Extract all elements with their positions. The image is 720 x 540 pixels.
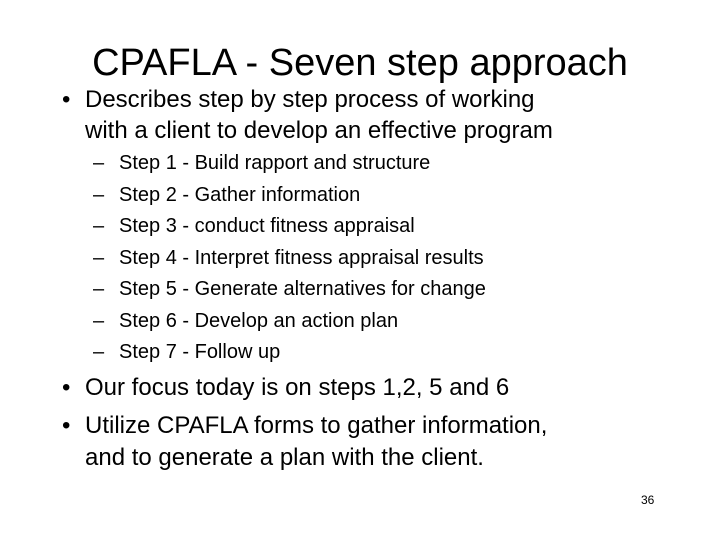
dash-marker: –	[93, 309, 105, 332]
utilize-bullet-line-2: and to generate a plan with the client.	[85, 444, 484, 471]
dash-marker: –	[93, 246, 105, 269]
step-item-label: Step 6 - Develop an action plan	[119, 309, 399, 332]
bullet-marker: •	[62, 86, 71, 113]
step-item-label: Step 2 - Gather information	[119, 183, 361, 206]
step-item-1: – Step 1 - Build rapport and structure	[93, 148, 653, 180]
dash-marker: –	[93, 215, 105, 237]
step-item-4: – Step 4 - Interpret fitness appraisal r…	[93, 243, 653, 275]
step-item-label: Step 4 - Interpret fitness appraisal res…	[119, 246, 484, 269]
step-item-7: – Step 7 - Follow up	[93, 337, 653, 369]
page-number: 36	[641, 493, 655, 507]
dash-marker: –	[93, 152, 105, 174]
utilize-bullet-line-1: Utilize CPAFLA forms to gather informati…	[85, 412, 548, 439]
bullet-marker: •	[62, 412, 71, 439]
intro-bullet: • Describes step by step process of work…	[62, 84, 662, 146]
utilize-bullet: • Utilize CPAFLA forms to gather informa…	[62, 410, 662, 474]
page-title: CPAFLA - Seven step approach	[92, 42, 628, 84]
step-item-6: – Step 6 - Develop an action plan	[93, 306, 653, 338]
dash-marker: –	[93, 183, 105, 206]
step-item-5: – Step 5 - Generate alternatives for cha…	[93, 274, 653, 306]
focus-bullet: • Our focus today is on steps 1,2, 5 and…	[62, 372, 662, 403]
step-item-label: Step 5 - Generate alternatives for chang…	[119, 278, 486, 300]
intro-bullet-line-2: with a client to develop an effective pr…	[85, 117, 553, 144]
step-item-2: – Step 2 - Gather information	[93, 180, 653, 212]
step-item-label: Step 3 - conduct fitness appraisal	[119, 215, 415, 237]
steps-list: – Step 1 - Build rapport and structure –…	[93, 148, 653, 369]
step-item-label: Step 1 - Build rapport and structure	[119, 152, 431, 174]
dash-marker: –	[93, 341, 105, 363]
step-item-3: – Step 3 - conduct fitness appraisal	[93, 211, 653, 243]
dash-marker: –	[93, 278, 105, 300]
focus-bullet-text: Our focus today is on steps 1,2, 5 and 6	[85, 374, 510, 401]
intro-bullet-line-1: Describes step by step process of workin…	[85, 86, 535, 113]
step-item-label: Step 7 - Follow up	[119, 341, 281, 363]
bullet-marker: •	[62, 374, 71, 401]
